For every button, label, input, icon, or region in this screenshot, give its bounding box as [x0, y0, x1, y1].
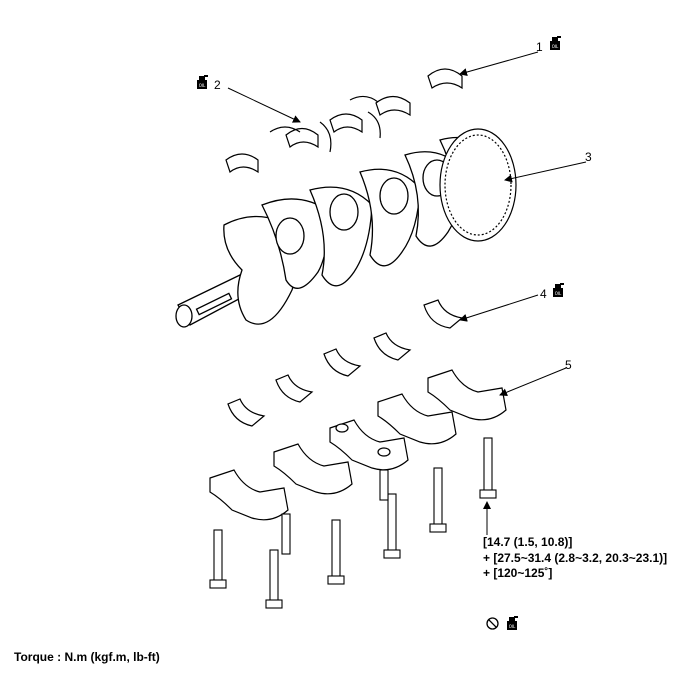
callout-2: 2: [214, 78, 221, 92]
oil-can-icon: OIL: [197, 75, 208, 89]
leader-lines: [227, 51, 587, 535]
torque-line-1: [14.7 (1.5, 10.8)]: [483, 535, 573, 549]
torque-spec: [14.7 (1.5, 10.8)] + [27.5~31.4 (2.8~3.2…: [483, 535, 667, 582]
upper-bearing-shells: [225, 68, 463, 174]
torque-line-2: + [27.5~31.4 (2.8~3.2, 20.3~23.1)]: [483, 550, 668, 565]
svg-text:OIL: OIL: [555, 291, 562, 296]
oil-can-icon: OIL: [507, 616, 518, 630]
lower-bearing-shells: [227, 299, 464, 427]
callout-5: 5: [565, 358, 572, 372]
oil-can-icon: OIL: [550, 36, 561, 50]
bearing-cap-bolts: [209, 437, 497, 609]
oil-can-icon: OIL: [553, 283, 564, 297]
svg-text:OIL: OIL: [552, 44, 559, 49]
svg-text:OIL: OIL: [199, 83, 206, 88]
no-reuse-icon: [486, 617, 499, 630]
bearing-caps: [209, 369, 507, 521]
torque-units-note: Torque : N.m (kgf.m, lb-ft): [14, 650, 160, 664]
callout-4: 4: [540, 287, 547, 301]
callout-1: 1: [536, 40, 543, 54]
torque-line-3: + [120~125˚]: [483, 566, 553, 580]
callout-3: 3: [585, 150, 592, 164]
svg-text:OIL: OIL: [509, 624, 516, 629]
reluctor-ring: [439, 128, 517, 242]
